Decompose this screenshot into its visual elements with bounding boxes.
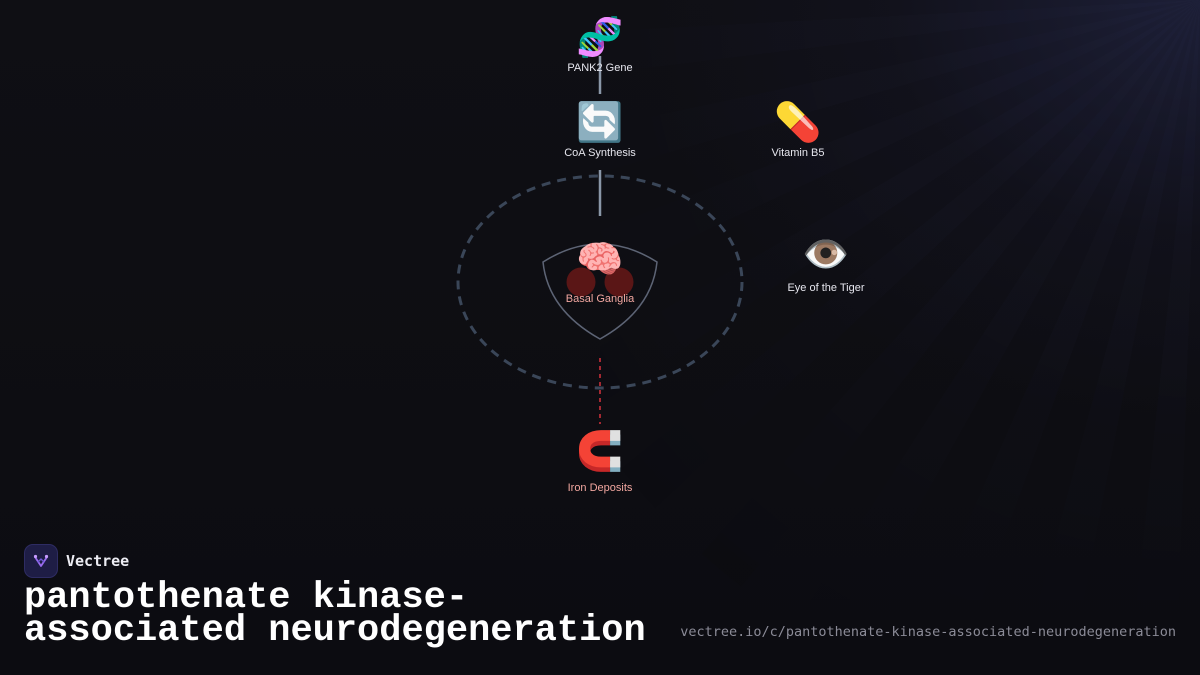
pill-icon: 💊 bbox=[774, 102, 822, 144]
brand[interactable]: Vectree bbox=[24, 544, 129, 578]
dna-icon: 🧬 bbox=[576, 17, 624, 59]
basal-ganglia-shield-outline bbox=[542, 243, 658, 340]
node-label: Iron Deposits bbox=[567, 482, 633, 494]
brand-name: Vectree bbox=[66, 552, 130, 570]
node-coa-synthesis: 🔄 CoA Synthesis bbox=[520, 101, 680, 159]
page-title: pantothenate kinase-associated neurodege… bbox=[24, 577, 646, 652]
page-url[interactable]: vectree.io/c/pantothenate-kinase-associa… bbox=[680, 624, 1176, 640]
cycle-arrows-icon: 🔄 bbox=[576, 102, 624, 144]
node-eye-of-the-tiger: 👁️ Eye of the Tiger bbox=[746, 233, 906, 294]
node-label: PANK2 Gene bbox=[567, 62, 633, 74]
magnet-icon: 🧲 bbox=[576, 431, 624, 473]
node-basal-ganglia: 🧠 Basal Ganglia bbox=[520, 238, 680, 305]
node-label: Basal Ganglia bbox=[565, 293, 635, 305]
basal-ganglia-right-lobe bbox=[604, 267, 634, 297]
basal-ganglia-left-lobe bbox=[566, 267, 596, 297]
node-vitamin-b5: 💊 Vitamin B5 bbox=[718, 101, 878, 159]
node-pank2-gene: 🧬 PANK2 Gene bbox=[520, 16, 680, 74]
node-iron-deposits: 🧲 Iron Deposits bbox=[520, 430, 680, 494]
eye-icon: 👁️ bbox=[802, 234, 850, 276]
brain-icon: 🧠 bbox=[576, 239, 624, 281]
vectree-logo-icon bbox=[24, 544, 58, 578]
node-label: CoA Synthesis bbox=[564, 147, 636, 159]
node-label: Eye of the Tiger bbox=[787, 282, 865, 294]
node-label: Vitamin B5 bbox=[771, 147, 825, 159]
basal-ganglia-ring bbox=[456, 174, 744, 390]
